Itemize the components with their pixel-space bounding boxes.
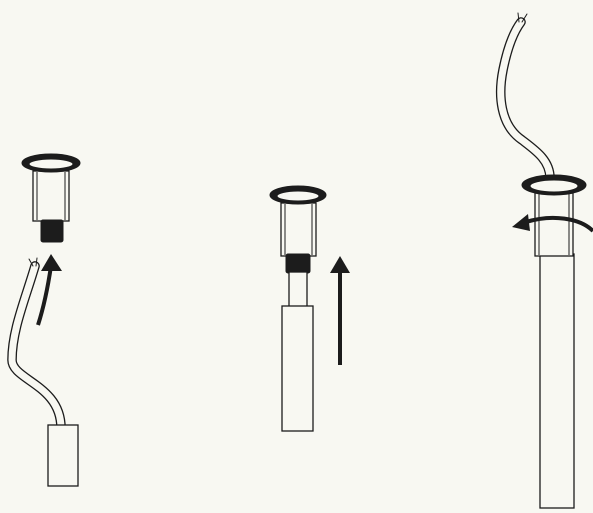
step-3-rotate-arrow-icon [512,214,593,233]
step-2-arrow-icon [330,256,350,365]
step-3 [495,12,593,509]
step-3-cable-icon [495,12,575,509]
step-2 [269,185,350,432]
step-1-connector-icon [21,153,81,243]
step-2-connector-icon [269,185,327,274]
step-3-connector-icon [521,174,587,257]
step-1 [7,153,81,487]
step-2-cable-icon [281,271,314,432]
step-1-arrow-icon [36,254,62,326]
step-1-cable-icon [7,257,79,487]
